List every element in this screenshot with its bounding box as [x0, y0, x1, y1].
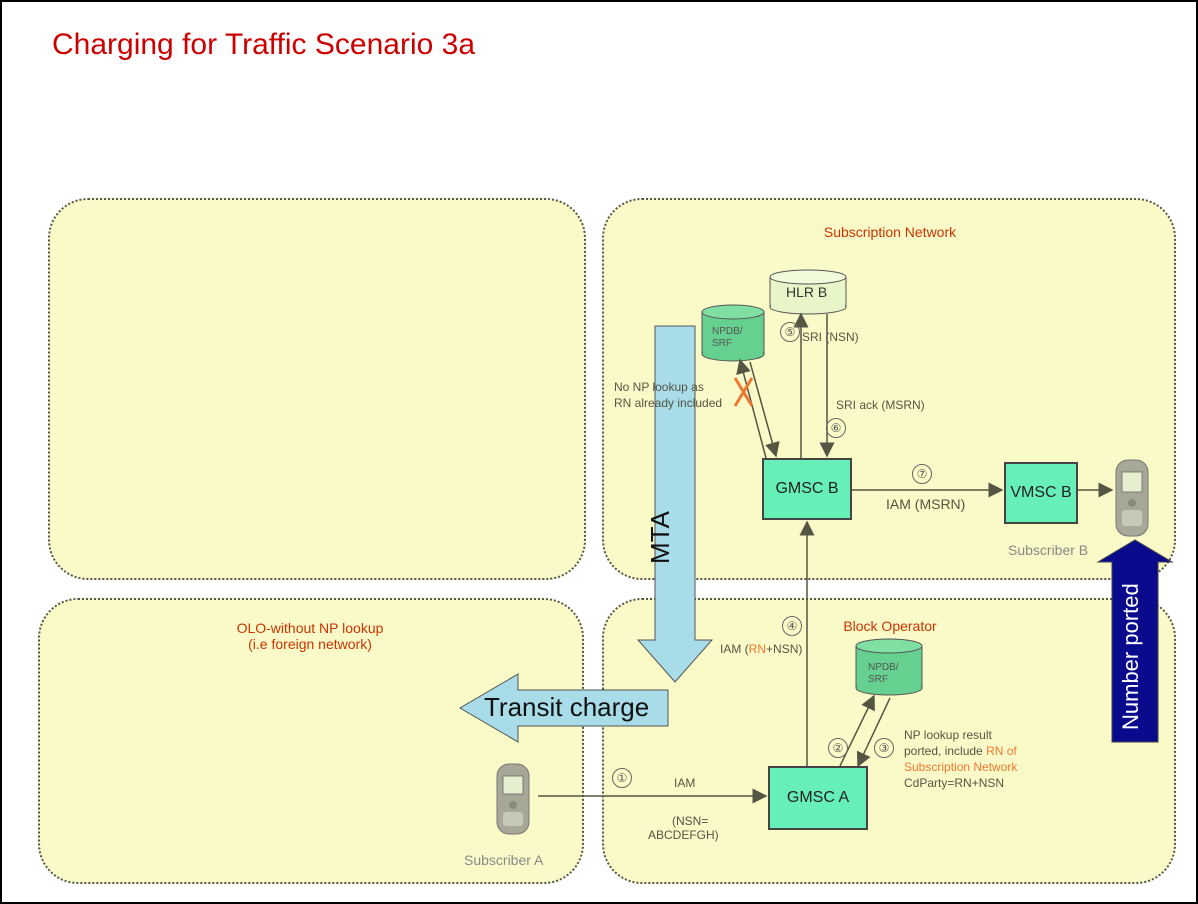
nsn-line2: ABCDEFGH)	[648, 828, 719, 842]
subscriber-b-phone	[1115, 459, 1149, 537]
hlr-b-label: HLR B	[786, 284, 828, 300]
iam-rn-prefix: IAM (	[720, 642, 749, 656]
iam-rn-suffix: +NSN)	[766, 642, 803, 656]
step-2: ②	[828, 738, 848, 758]
olo-title-line2: (i.e foreign network)	[248, 636, 372, 652]
no-np-lookup-line2: RN already included	[614, 396, 723, 410]
npdb-bottom-label-2: SRF	[868, 674, 888, 685]
step-1: ①	[612, 768, 632, 788]
npdb-top-label-2: SRF	[712, 338, 732, 349]
sri-ack-label: SRI ack (MSRN)	[836, 398, 925, 412]
iam-rn-label: IAM (RN+NSN)	[720, 642, 802, 656]
npdb-bottom-cylinder	[855, 638, 923, 696]
subscriber-b-label: Subscriber B	[1008, 542, 1089, 558]
no-np-lookup-line1: No NP lookup as	[614, 380, 704, 394]
np-result-line2: ported, include RN of	[904, 744, 1017, 758]
iam-rn-rn: RN	[748, 642, 767, 656]
np-result-line4: CdParty=RN+NSN	[904, 776, 1005, 790]
olo-title-line1: OLO-without NP lookup	[236, 620, 384, 636]
block-operator-title: Block Operator	[843, 618, 937, 634]
panel-empty	[48, 198, 586, 580]
step-3: ③	[874, 738, 894, 758]
sri-label: SRI (NSN)	[802, 330, 859, 344]
mta-arrow	[636, 325, 714, 683]
step-6: ⑥	[826, 418, 846, 438]
number-ported-text: Number ported	[1118, 583, 1143, 730]
npdb-bottom-label-1: NPDB/	[868, 662, 899, 673]
transit-charge-text: Transit charge	[484, 692, 650, 722]
iam-msrn-label: IAM (MSRN)	[886, 496, 966, 512]
step-5: ⑤	[780, 322, 800, 342]
hlr-b-cylinder	[769, 269, 847, 315]
np-result-line2-text: ported, include	[904, 744, 987, 758]
np-result-rn-of: RN of	[986, 744, 1017, 758]
iam-label: IAM	[674, 776, 696, 790]
nsn-line1: (NSN=	[672, 814, 709, 828]
panel-subscription-network	[602, 198, 1176, 580]
gmsc-a-node: GMSC A	[768, 766, 868, 830]
mta-text: MTA	[645, 511, 675, 564]
panel-olo	[38, 598, 584, 884]
npdb-top-cylinder	[701, 304, 765, 362]
step-7: ⑦	[912, 464, 932, 484]
npdb-top-label-1: NPDB/	[712, 326, 743, 337]
vmsc-b-node: VMSC B	[1004, 462, 1078, 524]
np-result-line1: NP lookup result	[904, 728, 992, 742]
number-ported-arrow	[1096, 539, 1174, 743]
subscription-network-title: Subscription Network	[823, 224, 957, 240]
step-4: ④	[782, 616, 802, 636]
slide-title: Charging for Traffic Scenario 3a	[52, 28, 476, 61]
subscriber-a-phone	[496, 763, 530, 835]
np-result-line3: Subscription Network	[904, 760, 1018, 774]
subscriber-a-label: Subscriber A	[464, 852, 544, 868]
transit-charge-arrow	[459, 673, 669, 743]
gmsc-b-node: GMSC B	[762, 458, 852, 520]
